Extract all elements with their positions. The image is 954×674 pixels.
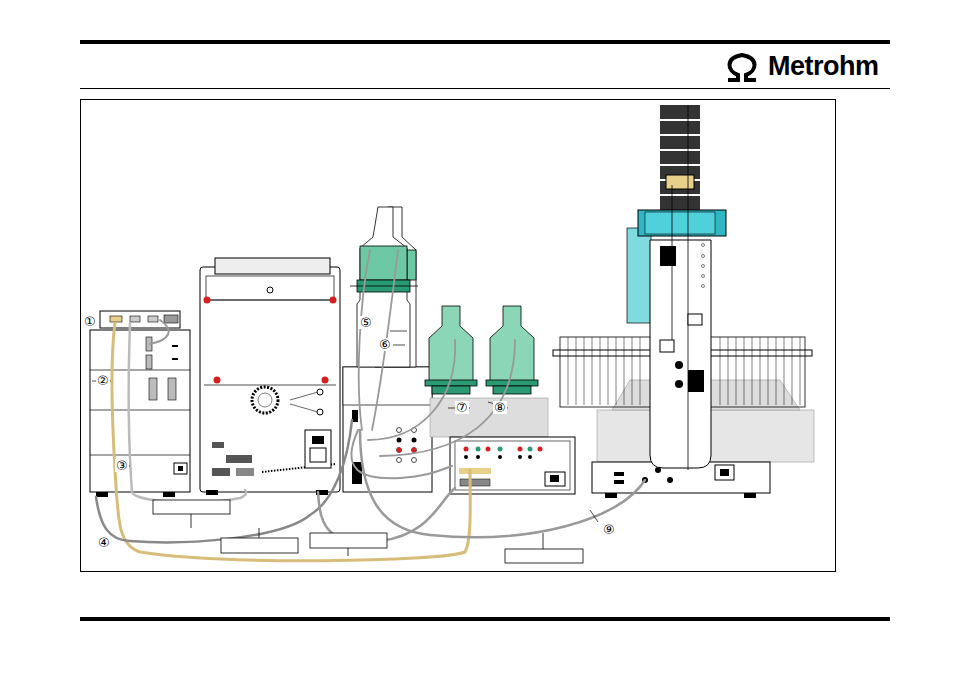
callout-number: ② <box>96 374 110 387</box>
callout-number: ⑦ <box>455 401 469 414</box>
callout-number: ⑥ <box>378 338 392 351</box>
callout-number: ⑨ <box>602 523 616 536</box>
callout-number: ⑤ <box>359 316 373 329</box>
callout-number: ④ <box>97 536 111 549</box>
logo-wordmark: Metrohm <box>768 53 879 80</box>
callout-number: ① <box>83 315 97 328</box>
callout-number: ③ <box>115 459 129 472</box>
callout-number: ⑧ <box>493 401 507 414</box>
